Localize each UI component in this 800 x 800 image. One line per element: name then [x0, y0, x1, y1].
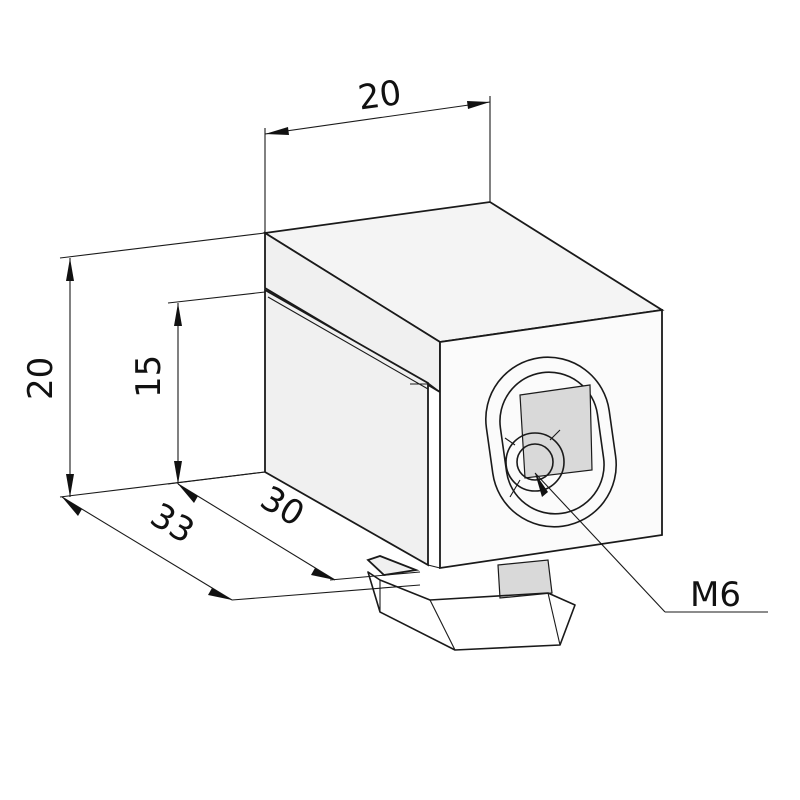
dim-label-height-total: 20	[21, 357, 61, 400]
dim-top-width: 20	[264, 73, 491, 233]
dim-height-inner: 15	[129, 291, 266, 485]
dim-label-depth-total: 33	[143, 495, 201, 552]
dim-label-thread: M6	[690, 575, 741, 615]
dim-label-height-inner: 15	[129, 355, 169, 398]
slot-inner	[499, 371, 605, 515]
dim-label-top-width: 20	[356, 73, 404, 119]
part-body	[262, 201, 665, 570]
t-nut	[366, 555, 576, 651]
dim-thread: M6	[534, 472, 768, 615]
thread-hole	[505, 432, 565, 492]
slot-outer	[484, 356, 618, 528]
front-slot	[484, 356, 618, 528]
